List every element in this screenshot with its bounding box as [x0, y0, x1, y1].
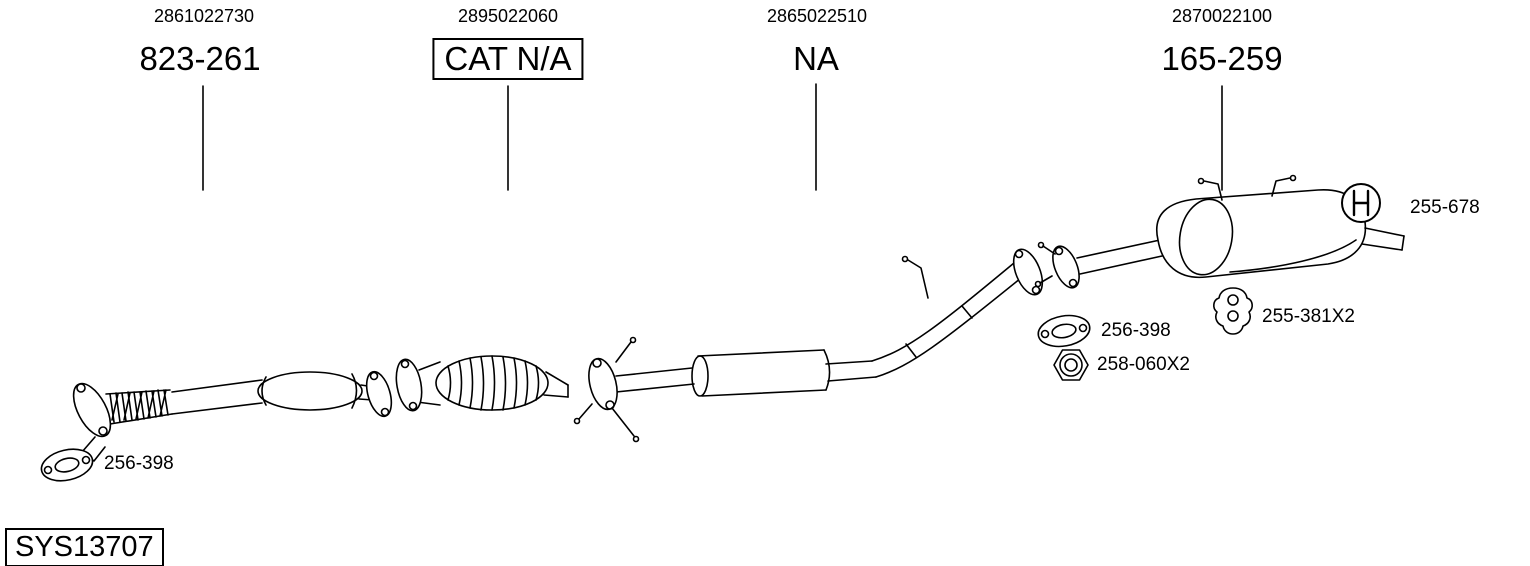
hanger-icon — [1341, 183, 1381, 223]
callout-label-gasket-front: 256-398 — [104, 453, 174, 474]
rear-section — [1034, 174, 1405, 289]
callout-label-hanger: 255-678 — [1410, 197, 1480, 218]
section-label-1: 823-261 — [139, 40, 261, 77]
part-number-1: 2861022730 — [153, 6, 255, 26]
middle-section — [573, 248, 1044, 443]
gasket-icon — [40, 448, 94, 482]
rubber-mount-icon — [1213, 287, 1253, 335]
front-pipe — [72, 370, 393, 462]
callout-label-nut: 258-060X2 — [1097, 354, 1190, 375]
part-number-2: 2895022060 — [457, 6, 559, 26]
callout-label-rubber-mount: 255-381X2 — [1262, 306, 1355, 327]
nut-icon — [1053, 349, 1089, 381]
callout-label-gasket-rear: 256-398 — [1101, 320, 1171, 341]
catalytic-converter — [395, 355, 569, 412]
system-code-badge: SYS13707 — [5, 528, 164, 566]
gasket-icon — [1037, 314, 1091, 348]
section-label-3: NA — [793, 40, 839, 77]
section-label-2: CAT N/A — [432, 38, 584, 80]
part-number-3: 2865022510 — [766, 6, 868, 26]
section-label-4: 165-259 — [1161, 40, 1283, 77]
part-number-4: 2870022100 — [1171, 6, 1273, 26]
